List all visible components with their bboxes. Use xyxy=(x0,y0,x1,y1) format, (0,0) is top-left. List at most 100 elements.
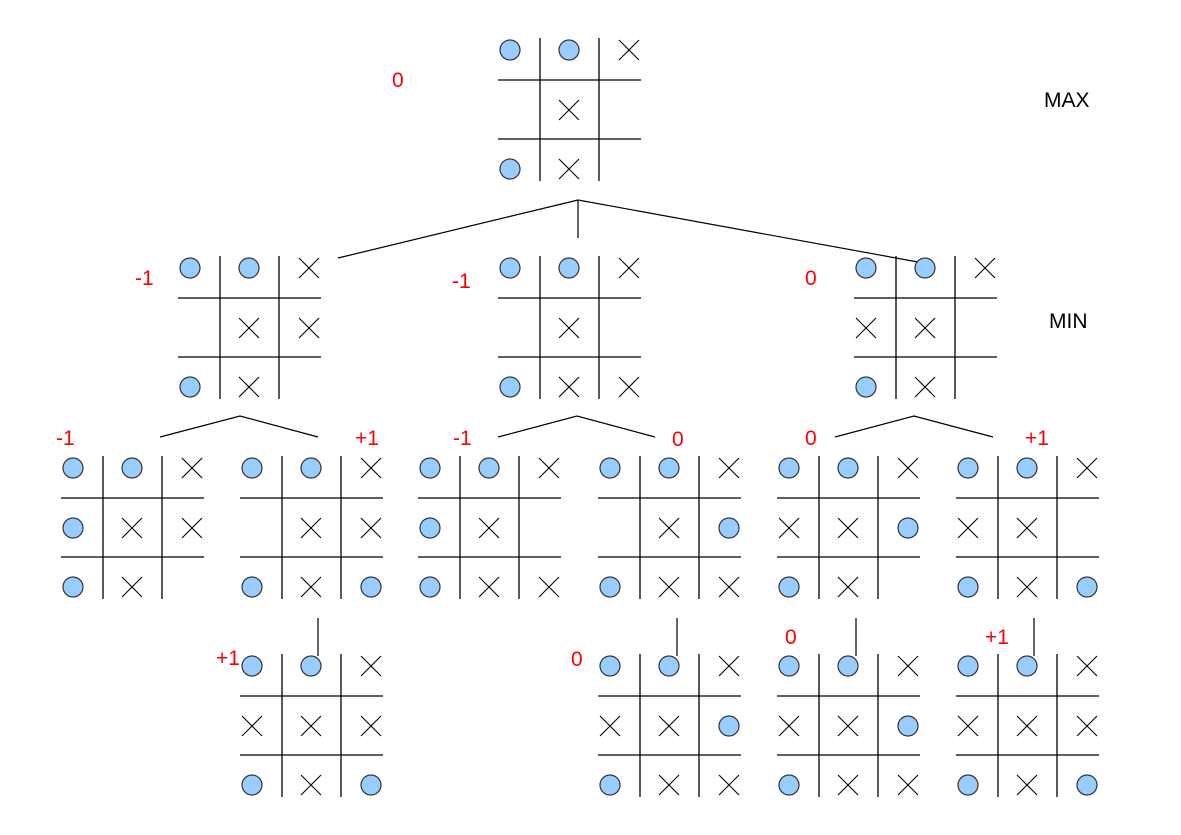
board-node-n31: 0 xyxy=(777,427,920,599)
x-mark-icon xyxy=(957,715,979,737)
board-node-n221: 0 xyxy=(571,648,741,797)
x-mark-icon xyxy=(558,158,580,180)
o-mark-icon xyxy=(897,715,919,737)
x-mark-icon xyxy=(538,576,560,598)
node-score: -1 xyxy=(135,267,154,290)
node-score: 0 xyxy=(805,427,817,450)
o-mark-icon xyxy=(778,457,800,479)
x-mark-icon xyxy=(300,517,322,539)
board-node-n32: +1 xyxy=(956,427,1099,599)
board-node-n22: 0 xyxy=(598,428,741,599)
node-score: +1 xyxy=(985,626,1009,649)
o-mark-icon xyxy=(499,257,521,279)
x-mark-icon xyxy=(897,457,919,479)
o-mark-icon xyxy=(179,376,201,398)
node-score: +1 xyxy=(355,427,379,450)
o-mark-icon xyxy=(558,39,580,61)
o-mark-icon xyxy=(558,257,580,279)
x-mark-icon xyxy=(241,715,263,737)
x-mark-icon xyxy=(558,99,580,121)
x-mark-icon xyxy=(897,655,919,677)
x-mark-icon xyxy=(837,774,859,796)
x-mark-icon xyxy=(558,376,580,398)
x-mark-icon xyxy=(478,517,500,539)
node-score: +1 xyxy=(216,647,240,670)
o-mark-icon xyxy=(1076,774,1098,796)
node-score: +1 xyxy=(1025,427,1049,450)
o-mark-icon xyxy=(658,457,680,479)
level-label-max: MAX xyxy=(1044,89,1090,112)
x-mark-icon xyxy=(914,376,936,398)
x-mark-icon xyxy=(360,715,382,737)
board-node-n311: 0 xyxy=(777,626,920,797)
x-mark-icon xyxy=(837,517,859,539)
o-mark-icon xyxy=(778,655,800,677)
o-mark-icon xyxy=(121,457,143,479)
tree-edges xyxy=(159,199,1035,656)
x-mark-icon xyxy=(957,517,979,539)
x-mark-icon xyxy=(599,715,621,737)
tree-edge xyxy=(497,415,656,438)
x-mark-icon xyxy=(658,576,680,598)
o-mark-icon xyxy=(957,457,979,479)
node-score: -1 xyxy=(453,427,472,450)
o-mark-icon xyxy=(957,576,979,598)
x-mark-icon xyxy=(300,576,322,598)
x-mark-icon xyxy=(360,655,382,677)
o-mark-icon xyxy=(778,576,800,598)
board-node-n121: +1 xyxy=(216,647,383,797)
x-mark-icon xyxy=(618,39,640,61)
o-mark-icon xyxy=(1016,457,1038,479)
node-score: -1 xyxy=(452,270,471,293)
x-mark-icon xyxy=(618,376,640,398)
x-mark-icon xyxy=(478,576,500,598)
x-mark-icon xyxy=(1076,457,1098,479)
x-mark-icon xyxy=(718,655,740,677)
o-mark-icon xyxy=(1076,576,1098,598)
o-mark-icon xyxy=(599,655,621,677)
x-mark-icon xyxy=(778,517,800,539)
board-node-n12: +1 xyxy=(240,427,383,599)
x-mark-icon xyxy=(360,517,382,539)
x-mark-icon xyxy=(718,774,740,796)
x-mark-icon xyxy=(1016,576,1038,598)
node-score: 0 xyxy=(392,69,404,92)
x-mark-icon xyxy=(618,257,640,279)
o-mark-icon xyxy=(855,376,877,398)
x-mark-icon xyxy=(298,257,320,279)
o-mark-icon xyxy=(179,257,201,279)
board-node-n3: 0 xyxy=(805,256,997,399)
board-node-n321: +1 xyxy=(956,626,1099,797)
x-mark-icon xyxy=(837,715,859,737)
o-mark-icon xyxy=(837,655,859,677)
o-mark-icon xyxy=(478,457,500,479)
o-mark-icon xyxy=(62,576,84,598)
o-mark-icon xyxy=(499,158,521,180)
x-mark-icon xyxy=(658,774,680,796)
o-mark-icon xyxy=(360,774,382,796)
o-mark-icon xyxy=(62,457,84,479)
o-mark-icon xyxy=(837,457,859,479)
x-mark-icon xyxy=(121,517,143,539)
o-mark-icon xyxy=(419,517,441,539)
x-mark-icon xyxy=(1016,715,1038,737)
o-mark-icon xyxy=(599,774,621,796)
x-mark-icon xyxy=(974,257,996,279)
board-node-root: 0 xyxy=(392,38,641,181)
board-node-n21: -1 xyxy=(418,427,561,599)
o-mark-icon xyxy=(241,576,263,598)
o-mark-icon xyxy=(238,257,260,279)
x-mark-icon xyxy=(181,457,203,479)
node-score: 0 xyxy=(785,626,797,649)
x-mark-icon xyxy=(837,576,859,598)
o-mark-icon xyxy=(62,517,84,539)
o-mark-icon xyxy=(360,576,382,598)
x-mark-icon xyxy=(1016,517,1038,539)
o-mark-icon xyxy=(897,517,919,539)
x-mark-icon xyxy=(298,317,320,339)
x-mark-icon xyxy=(718,576,740,598)
node-score: 0 xyxy=(571,648,583,671)
x-mark-icon xyxy=(300,774,322,796)
o-mark-icon xyxy=(300,457,322,479)
o-mark-icon xyxy=(957,655,979,677)
